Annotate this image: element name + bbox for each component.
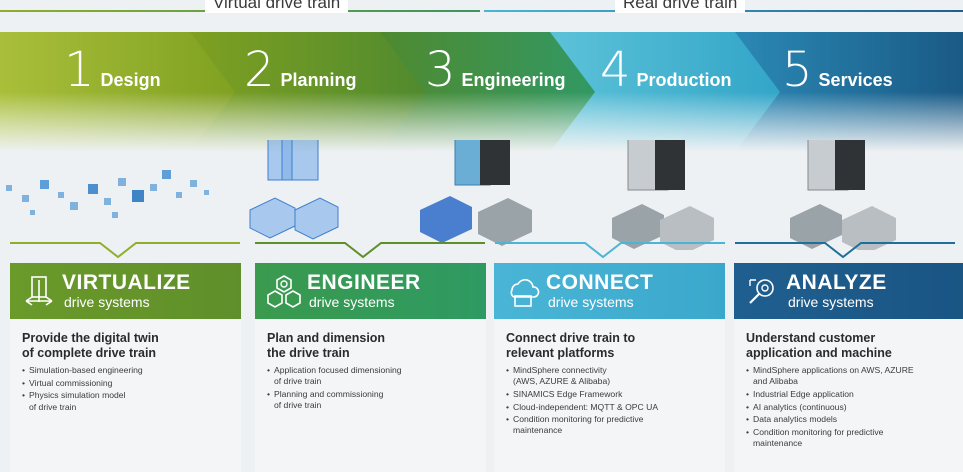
bullet-list: MindSphere applications on AWS, AZUREand… (746, 365, 953, 449)
stage-1: 1 Design (64, 46, 161, 94)
bullet-list: Simulation-based engineering Virtual com… (22, 365, 231, 413)
analyze-icon (749, 279, 774, 304)
bullet-item: Cloud-independent: MQTT & OPC UA (506, 402, 715, 413)
connector-engineer (255, 242, 485, 259)
panel-header: CONNECT drive systems (494, 263, 725, 319)
panel-heading-line: relevant platforms (506, 346, 615, 360)
panel-heading: Understand customer application and mach… (746, 331, 953, 361)
bullet-item: MindSphere connectivity(AWS, AZURE & Ali… (506, 365, 715, 387)
panel-heading-line: of complete drive train (22, 346, 157, 360)
panel-heading-line: Provide the digital twin (22, 331, 159, 345)
panel-header: ANALYZE drive systems (734, 263, 963, 319)
panel-heading: Connect drive train to relevant platform… (506, 331, 715, 361)
bullet-item: Industrial Edge application (746, 389, 953, 400)
bullet-item: Data analytics models (746, 414, 953, 425)
real-drive-train-label: Real drive train (615, 0, 746, 13)
drive-imagery (6, 140, 896, 250)
panel-body: Plan and dimension the drive train Appli… (255, 319, 486, 411)
bullet-item: Simulation-based engineering (22, 365, 231, 376)
stage-number: 4 (600, 42, 631, 98)
stage-label: Design (100, 70, 161, 90)
virtual-drive-train-label: Virtual drive train (205, 0, 349, 13)
panel-header: VIRTUALIZE drive systems (10, 263, 241, 319)
panel-connect: CONNECT drive systems Connect drive trai… (494, 263, 725, 472)
panel-subtitle: drive systems (788, 294, 874, 311)
connector-connect (495, 242, 725, 259)
panel-heading-line: the drive train (267, 346, 350, 360)
stage-label: Engineering (461, 70, 566, 90)
panel-subtitle: drive systems (309, 294, 395, 311)
stage-label: Production (636, 70, 732, 90)
panel-body: Understand customer application and mach… (734, 319, 963, 449)
panel-virtualize: VIRTUALIZE drive systems Provide the dig… (10, 263, 241, 472)
panel-heading: Provide the digital twin of complete dri… (22, 331, 231, 361)
panel-header: ENGINEER drive systems (255, 263, 486, 319)
stage-number: 1 (64, 42, 95, 98)
bullet-item: Condition monitoring for predictivemaint… (506, 414, 715, 436)
stage-label: Planning (280, 70, 357, 90)
panel-heading: Plan and dimension the drive train (267, 331, 476, 361)
stage-4: 4 Production (600, 46, 732, 94)
bullet-item: SINAMICS Edge Framework (506, 389, 715, 400)
drive-production-icon (612, 140, 714, 250)
bullet-item: Condition monitoring for predictivemaint… (746, 427, 953, 449)
panel-body: Provide the digital twin of complete dri… (10, 319, 241, 413)
stage-number: 5 (782, 42, 813, 98)
drive-engineering-icon (420, 140, 532, 246)
panel-subtitle: drive systems (548, 294, 634, 311)
bullet-item: Virtual commissioning (22, 378, 231, 389)
engineer-icon (267, 275, 301, 308)
panel-title: CONNECT (546, 270, 654, 294)
panel-heading-line: application and machine (746, 346, 892, 360)
stage-2: 2 Planning (244, 46, 357, 94)
bullet-list: MindSphere connectivity(AWS, AZURE & Ali… (506, 365, 715, 437)
cloud-icon (510, 279, 540, 307)
bullet-item: AI analytics (continuous) (746, 402, 953, 413)
panel-heading-line: Understand customer (746, 331, 876, 345)
panel-heading-line: Plan and dimension (267, 331, 386, 345)
drive-train-header: Virtual drive train Real drive train (0, 0, 963, 22)
connector-virtualize (10, 242, 240, 259)
panel-analyze: ANALYZE drive systems Understand custome… (734, 263, 963, 472)
stage-3: 3 Engineering (425, 46, 566, 94)
connector-lines (10, 242, 955, 259)
digital-pixels-icon (6, 170, 209, 218)
panel-body: Connect drive train to relevant platform… (494, 319, 725, 437)
bullet-item: MindSphere applications on AWS, AZUREand… (746, 365, 953, 387)
panel-title: VIRTUALIZE (62, 270, 191, 294)
panel-title: ANALYZE (786, 270, 887, 294)
stage-5: 5 Services (782, 46, 893, 94)
panel-title: ENGINEER (307, 270, 421, 294)
stage-number: 2 (244, 42, 275, 98)
panel-subtitle: drive systems (64, 294, 150, 311)
drive-services-icon (790, 140, 896, 250)
stage-number: 3 (425, 42, 456, 98)
connector-analyze (735, 242, 955, 259)
stage-label: Services (818, 70, 893, 90)
panel-heading-line: Connect drive train to (506, 331, 636, 345)
stage-chevrons (0, 32, 963, 152)
virtualize-icon (25, 276, 53, 306)
drive-wireframe-icon (249, 140, 339, 240)
panel-engineer: ENGINEER drive systems Plan and dimensio… (255, 263, 486, 472)
